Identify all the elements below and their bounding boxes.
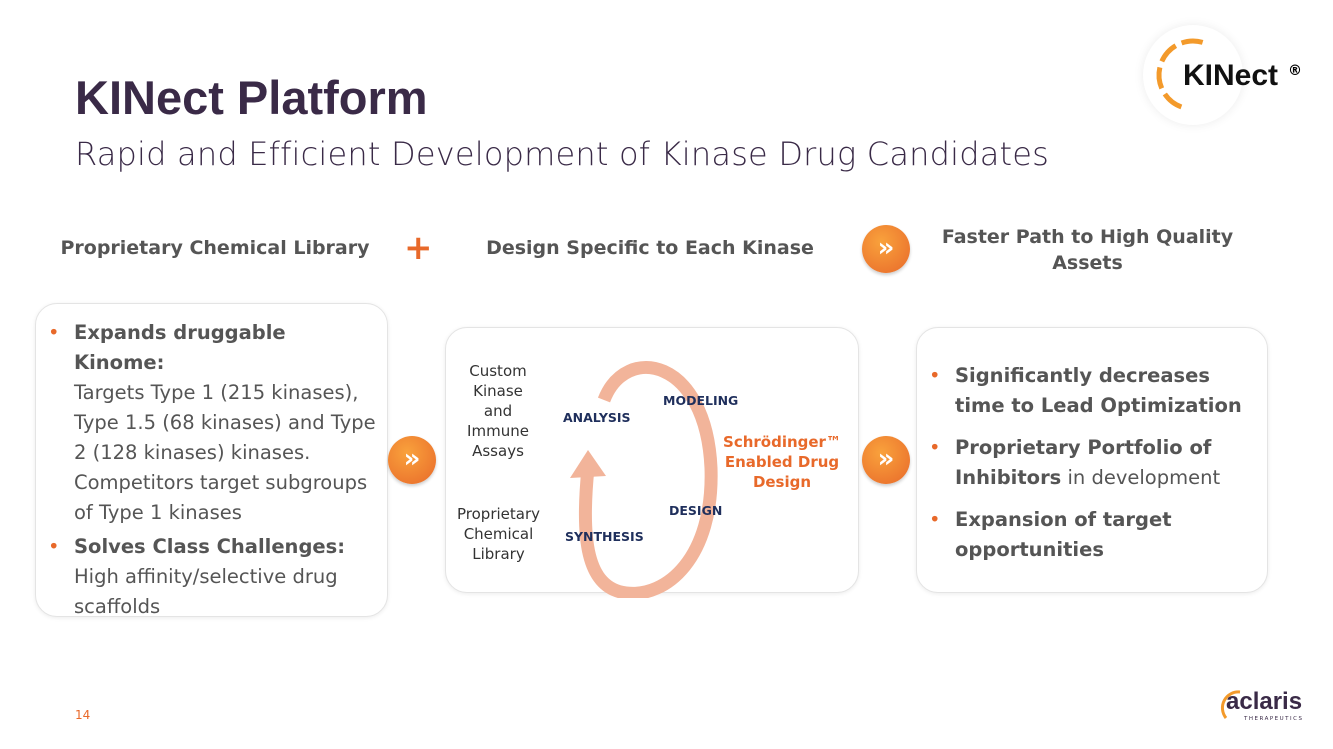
- column-header-faster: Faster Path to High Quality Assets: [941, 226, 1234, 274]
- double-chevron-icon: »: [388, 436, 436, 484]
- column-header-library: Proprietary Chemical Library: [60, 237, 370, 259]
- list-item: •Expands druggable Kinome:Targets Type 1…: [48, 321, 376, 524]
- double-chevron-icon: »: [862, 436, 910, 484]
- cycle-arrow-icon: [570, 360, 718, 598]
- page-subtitle: Rapid and Efficient Development of Kinas…: [75, 135, 1050, 173]
- list-item: •Proprietary Portfolio of Inhibitors in …: [929, 436, 1221, 489]
- plus-icon: +: [404, 228, 433, 268]
- assays-label: Custom Kinase and Immune Assays: [467, 362, 529, 460]
- kinect-logo-arc-icon: [1156, 38, 1230, 112]
- list-item: •Expansion of target opportunities: [929, 508, 1172, 561]
- double-chevron-icon: »: [862, 225, 910, 273]
- column-header-design: Design Specific to Each Kinase: [486, 237, 814, 259]
- list-item: •Solves Class Challenges:High affinity/s…: [48, 535, 346, 618]
- registered-mark: ®: [1288, 63, 1302, 79]
- design-cycle-box: Custom Kinase and Immune Assays Propriet…: [445, 327, 859, 598]
- library-label: Proprietary Chemical Library: [457, 505, 540, 563]
- library-box: •Expands druggable Kinome:Targets Type 1…: [35, 303, 388, 618]
- schrodinger-label: Schrödinger™ Enabled Drug Design: [723, 433, 841, 491]
- aclaris-logo: aclaris THERAPEUTICS: [1218, 686, 1308, 726]
- page-title: KINect Platform: [75, 71, 428, 124]
- cycle-analysis: ANALYSIS: [563, 410, 631, 425]
- kinect-logo-text: KINect: [1183, 59, 1279, 92]
- list-item: •Significantly decreases time to Lead Op…: [929, 364, 1242, 417]
- page-number: 14: [75, 708, 91, 722]
- cycle-design: DESIGN: [669, 503, 723, 518]
- cycle-synthesis: SYNTHESIS: [565, 529, 644, 544]
- aclaris-arc-icon: [1220, 690, 1241, 719]
- kinect-logo: KINect ®: [1143, 25, 1302, 125]
- outcomes-box: •Significantly decreases time to Lead Op…: [916, 327, 1268, 593]
- cycle-modeling: MODELING: [663, 393, 739, 408]
